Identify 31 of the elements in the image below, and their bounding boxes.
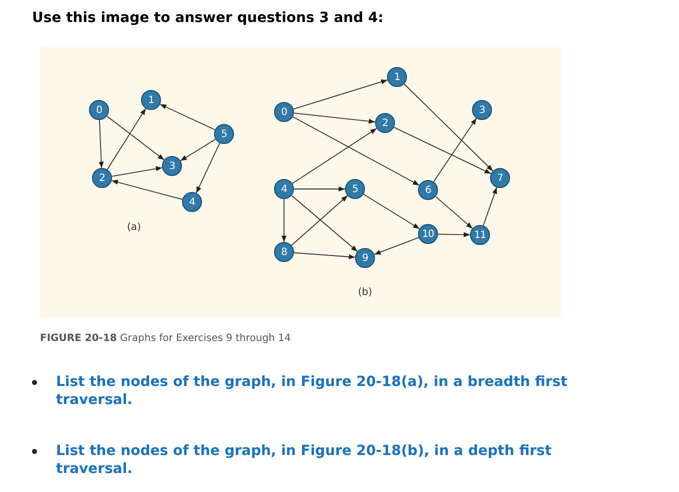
arrow [111, 166, 163, 177]
arrow [106, 116, 165, 160]
title: Use this image to answer questions 3 and 4: [32, 10, 384, 26]
arrow [294, 112, 376, 124]
arrow [292, 116, 420, 186]
arrow [281, 198, 287, 242]
panel-label: (a) [127, 222, 141, 233]
arrow [438, 232, 470, 238]
question-text: List the nodes of the graph, in Figure 20-18(b), in a depth first traversal. [56, 442, 553, 478]
arrow [196, 142, 220, 194]
arrow [160, 104, 216, 130]
arrow [482, 186, 498, 226]
arrow [433, 118, 477, 182]
arrow [363, 194, 420, 230]
panel-label: (b) [358, 287, 372, 298]
arrow [404, 84, 494, 172]
arrow [435, 196, 473, 229]
arrow [291, 195, 348, 246]
arrow [180, 138, 216, 162]
arrow [293, 79, 388, 110]
arrow [111, 180, 183, 200]
arrow [292, 128, 378, 184]
figure-caption: FIGURE 20-18 Graphs for Exercises 9 through 14 [40, 333, 291, 344]
arrow [374, 237, 420, 255]
arrow [294, 186, 346, 192]
arrow [291, 195, 358, 252]
question-text: List the nodes of the graph, in Figure 20-18(a), in a breadth first traversal. [56, 373, 568, 409]
arrow [106, 108, 146, 170]
arrow [394, 126, 492, 174]
arrow [294, 252, 356, 260]
arrow [98, 120, 104, 168]
